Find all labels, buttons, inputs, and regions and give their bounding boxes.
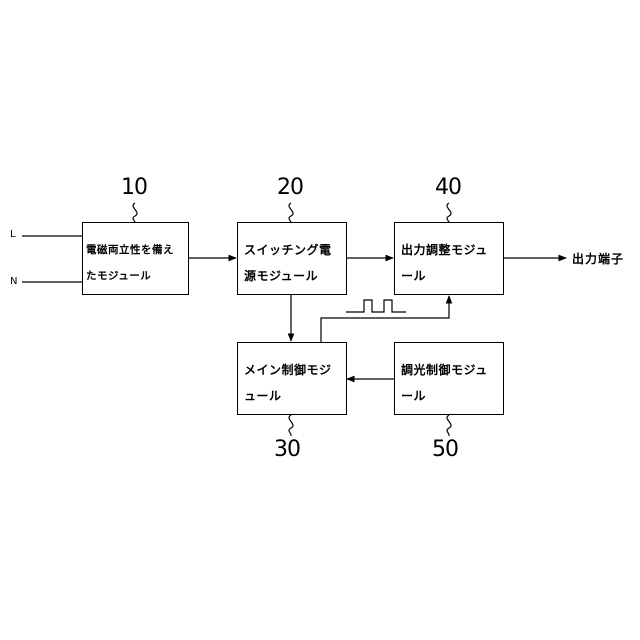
leader-40 bbox=[447, 203, 451, 223]
main-control-module-box: メイン制御モジュール bbox=[237, 342, 347, 415]
input-n-label: N bbox=[10, 276, 17, 287]
ref-number-50: 50 bbox=[432, 437, 458, 462]
leader-30 bbox=[289, 415, 293, 436]
smps-module-box: スイッチング電源モジュール bbox=[237, 222, 347, 295]
arrow-main-to-output bbox=[321, 296, 449, 342]
leader-50 bbox=[447, 415, 451, 436]
leader-10 bbox=[133, 203, 137, 223]
ref-number-30: 30 bbox=[274, 437, 300, 462]
emc-module-box: 電磁両立性を備えたモジュール bbox=[82, 222, 189, 295]
ref-number-20: 20 bbox=[277, 175, 303, 200]
main-control-module-label: メイン制御モジュール bbox=[238, 343, 346, 414]
emc-module-label: 電磁両立性を備えたモジュール bbox=[83, 223, 188, 294]
pwm-waveform-icon bbox=[346, 300, 406, 312]
leader-20 bbox=[289, 203, 293, 223]
input-l-label: L bbox=[10, 229, 16, 240]
dimming-control-module-box: 調光制御モジュール bbox=[394, 342, 504, 415]
output-terminal-label: 出力端子 bbox=[572, 250, 624, 267]
ref-number-40: 40 bbox=[435, 175, 461, 200]
output-adjust-module-box: 出力調整モジュール bbox=[394, 222, 504, 295]
output-adjust-module-label: 出力調整モジュール bbox=[395, 223, 503, 294]
smps-module-label: スイッチング電源モジュール bbox=[238, 223, 346, 294]
dimming-control-module-label: 調光制御モジュール bbox=[395, 343, 503, 414]
ref-number-10: 10 bbox=[121, 175, 147, 200]
